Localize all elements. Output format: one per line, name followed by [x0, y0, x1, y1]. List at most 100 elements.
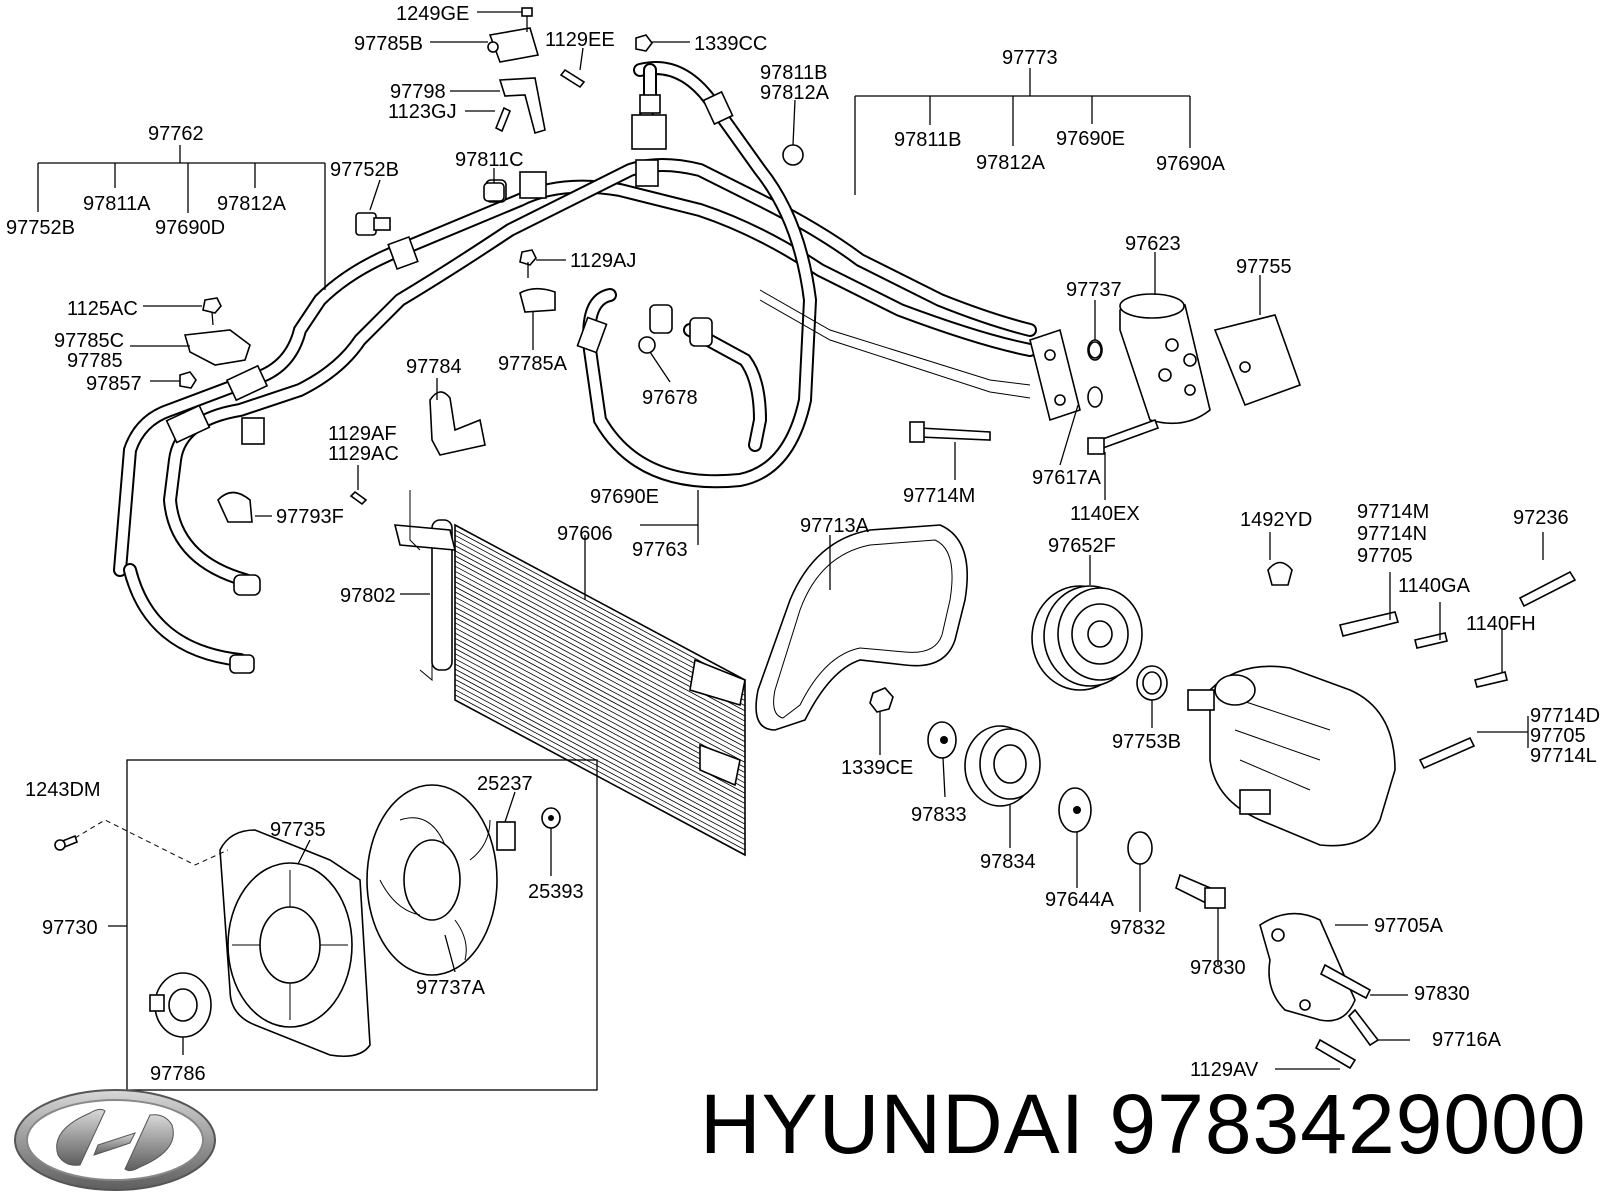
label-97623: 97623	[1125, 233, 1181, 255]
label-97784: 97784	[406, 356, 462, 378]
bracket-97785B	[487, 27, 540, 63]
bolt-1339CC	[635, 34, 653, 52]
pulley-97652F	[1031, 585, 1143, 691]
label-97714N: 97714N	[1357, 523, 1427, 545]
bracket-97784	[429, 391, 486, 456]
clamp-97793F	[217, 491, 253, 523]
label-97714M-right: 97714M	[1357, 501, 1429, 523]
condenser-fin	[454, 586, 746, 743]
label-97785A: 97785A	[498, 353, 568, 375]
label-97811B-top: 97811B	[760, 62, 827, 84]
label-97830-right: 97830	[1414, 983, 1470, 1005]
label-1123GJ: 1123GJ	[388, 101, 457, 123]
label-97763: 97763	[632, 539, 688, 561]
label-97716A: 97716A	[1432, 1029, 1502, 1051]
condenser-97606	[393, 490, 746, 857]
clip-25237	[496, 821, 516, 851]
condenser-fin	[454, 668, 746, 825]
shim-97832	[1127, 831, 1153, 865]
receiver-drier-97623	[1119, 293, 1211, 425]
label-97737A: 97737A	[416, 977, 486, 999]
bolt-1140EX	[1087, 418, 1160, 455]
label-97730: 97730	[42, 917, 98, 939]
label-97690A: 97690A	[1156, 153, 1226, 175]
label-97617A: 97617A	[1032, 467, 1102, 489]
label-97833: 97833	[911, 804, 967, 826]
label-97714L: 97714L	[1530, 745, 1597, 767]
label-97606: 97606	[557, 523, 613, 545]
condenser-fin	[454, 607, 746, 763]
sensor-97752B	[355, 212, 391, 236]
hyundai-logo	[14, 1089, 216, 1191]
label-1129AV: 1129AV	[1190, 1059, 1259, 1081]
label-1243DM: 1243DM	[25, 779, 101, 801]
nut-97857	[179, 371, 197, 389]
label-97812A-top: 97812A	[760, 82, 830, 104]
bracket-97755	[1213, 314, 1302, 407]
label-97714D: 97714D	[1530, 705, 1600, 727]
oring-97737	[1088, 341, 1102, 359]
label-97811C: 97811C	[455, 149, 524, 171]
condenser-fin	[454, 663, 746, 820]
clamp-97785A	[519, 287, 556, 313]
label-97236: 97236	[1513, 507, 1569, 529]
bracket-97785C	[183, 329, 251, 366]
label-97793F: 97793F	[276, 506, 344, 528]
part-labels: 1249GE 97785B 1129EE 1339CC 97798 1123GJ…	[6, 3, 1600, 1085]
bearing-97834	[964, 725, 1041, 807]
bolt-1125AC	[202, 297, 222, 326]
condenser-fin	[454, 565, 746, 722]
condenser-fin	[454, 643, 746, 799]
condenser-fin	[454, 612, 746, 768]
condenser-fin	[454, 648, 746, 804]
label-97785: 97785	[67, 350, 123, 372]
label-97811B: 97811B	[894, 129, 961, 151]
condenser-fin	[454, 529, 746, 686]
bolt-1129AF	[349, 490, 368, 506]
compressor	[1187, 665, 1396, 847]
label-97652F: 97652F	[1048, 535, 1116, 557]
label-25237: 25237	[477, 773, 533, 795]
label-97811A: 97811A	[83, 193, 151, 215]
condenser-fin	[454, 653, 746, 810]
label-1339CE: 1339CE	[841, 757, 913, 779]
drive-belt-97713A	[755, 524, 968, 731]
condenser-fin	[454, 632, 746, 789]
label-97678: 97678	[642, 387, 698, 409]
label-97705A: 97705A	[1374, 915, 1444, 937]
condenser-fin	[454, 601, 746, 758]
fan-motor-97786	[149, 972, 212, 1038]
bolt-1129EE	[559, 68, 586, 89]
valve-97678	[638, 336, 656, 354]
label-97802: 97802	[340, 585, 396, 607]
label-97773: 97773	[1002, 47, 1058, 69]
shim-97644A	[1058, 787, 1092, 833]
label-1140GA: 1140GA	[1398, 575, 1471, 597]
label-97786: 97786	[150, 1063, 206, 1085]
label-97714M: 97714M	[903, 485, 975, 507]
label-97644A: 97644A	[1045, 889, 1115, 911]
label-97857: 97857	[86, 373, 142, 395]
label-1129AF: 1129AF	[328, 423, 397, 445]
label-97735: 97735	[270, 819, 326, 841]
label-97785C: 97785C	[54, 330, 124, 352]
label-1339CC: 1339CC	[694, 33, 767, 55]
washer-97833	[927, 721, 957, 759]
label-97737: 97737	[1066, 279, 1122, 301]
label-97832: 97832	[1110, 917, 1166, 939]
condenser-fin	[454, 673, 746, 830]
bolt-1129AJ	[519, 249, 537, 278]
label-97812A-bracket: 97812A	[976, 152, 1046, 174]
condenser-fin	[454, 627, 746, 784]
condenser-fin	[454, 596, 746, 753]
screw-1243DM	[54, 834, 78, 851]
label-1140EX: 1140EX	[1070, 503, 1140, 525]
fan-shroud-97735	[219, 829, 371, 1058]
fan-assembly-box	[126, 759, 598, 1091]
label-1140FH: 1140FH	[1466, 613, 1536, 635]
condenser-fin	[454, 617, 746, 773]
label-97812A-left: 97812A	[217, 193, 287, 215]
fan-blade-97737A	[366, 784, 498, 976]
cap-97811C	[483, 182, 505, 202]
